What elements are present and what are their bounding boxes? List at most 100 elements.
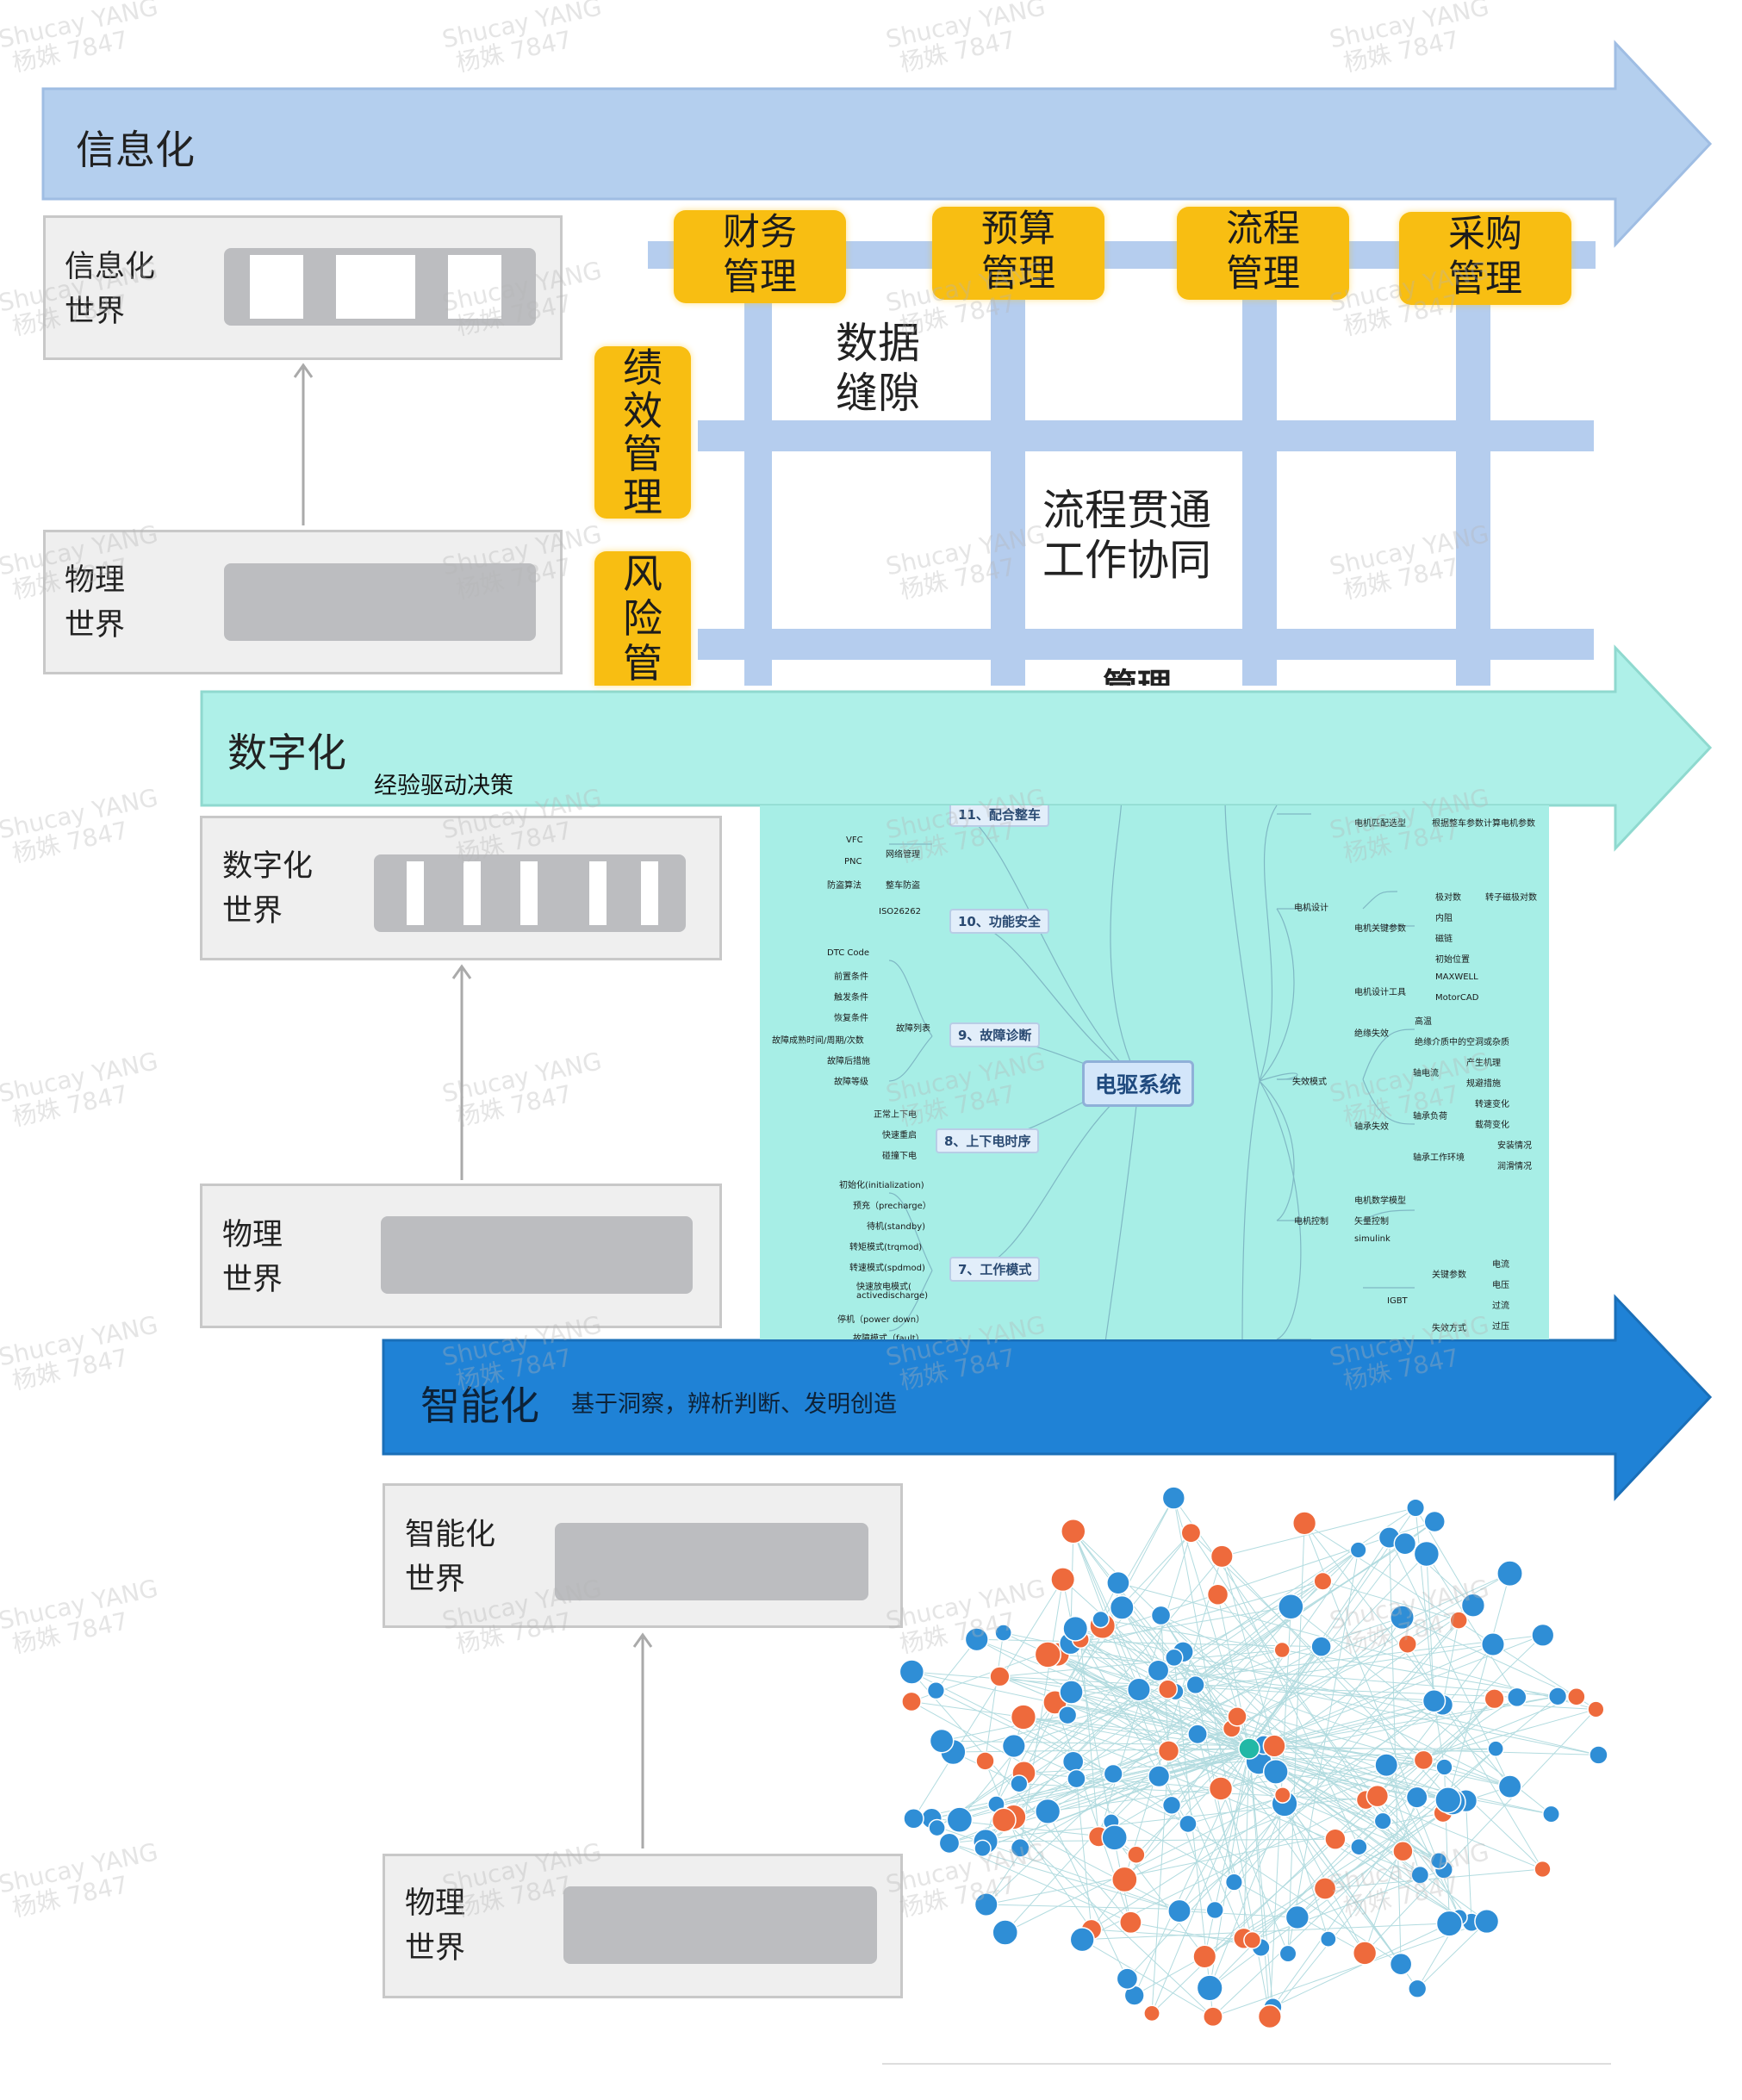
- graph-edge: [1303, 1523, 1511, 1787]
- physical-world-label-1: 物理世界: [65, 563, 126, 643]
- budget-management-box: 预算管理: [932, 207, 1104, 300]
- graph-node: [1106, 1570, 1130, 1595]
- leaf: 故障模式（fault）: [853, 1334, 924, 1339]
- motor-drive-mindmap: 11、配合整车 10、功能安全 9、故障诊断 8、上下电时序 7、工作模式 电驱…: [760, 805, 1549, 1339]
- leaf: 整车防盗: [886, 881, 920, 891]
- graph-edge: [986, 1812, 1444, 1905]
- band-subtitle-intelligence: 基于洞察，辨析判断、发明创造: [571, 1391, 897, 1418]
- leaf: 失效方式: [1432, 1324, 1466, 1333]
- graph-node: [1408, 1979, 1428, 1998]
- leaf: 内阻: [1435, 914, 1453, 923]
- graph-edge: [1248, 1748, 1271, 2017]
- graph-edge: [1173, 1498, 1271, 2017]
- flow-collab-text: 流程贯通工作协同: [1042, 486, 1212, 585]
- graph-edge: [1075, 1628, 1599, 1755]
- graph-edge: [1047, 1811, 1128, 1979]
- graph-edge: [1013, 1745, 1189, 1824]
- mindmap-center-node: 电驱系统: [1082, 1060, 1195, 1107]
- leaf: ISO26262: [879, 907, 921, 916]
- graph-node: [1109, 1594, 1135, 1620]
- leaf: 电机设计: [1294, 904, 1328, 913]
- intelligent-data-bar: [555, 1523, 868, 1600]
- graph-node: [1434, 1786, 1462, 1814]
- graph-edge: [1426, 1553, 1518, 1698]
- band-arrow-informatization: [41, 40, 1713, 248]
- graph-node: [1180, 1522, 1202, 1544]
- leaf: 碰撞下电: [882, 1152, 917, 1161]
- graph-edge: [1385, 1765, 1421, 1875]
- graph-node: [1119, 1911, 1142, 1935]
- graph-edge: [1071, 1692, 1250, 1749]
- graph-node: [1196, 1974, 1223, 2002]
- graph-node: [1484, 1688, 1505, 1710]
- leaf: DTC Code: [827, 948, 869, 958]
- graph-edge: [1204, 1698, 1495, 1957]
- graph-edge: [913, 1579, 1064, 1819]
- leaf: 待机(standby): [867, 1222, 926, 1232]
- graph-node: [1531, 1623, 1555, 1647]
- graph-edge: [1221, 1556, 1275, 1747]
- leaf: 故障列表: [896, 1024, 930, 1034]
- graph-node: [1116, 1967, 1139, 1991]
- graph-node: [1480, 1632, 1505, 1657]
- graph-edge: [1023, 1772, 1222, 1789]
- leaf: 恢复条件: [834, 1014, 868, 1023]
- graph-node: [1227, 1706, 1247, 1727]
- graph-node: [1205, 1900, 1224, 1920]
- procurement-management-box: 采购管理: [1399, 212, 1571, 305]
- leaf: activedischarge): [856, 1291, 929, 1301]
- graph-node: [1050, 1567, 1076, 1593]
- graph-edge: [936, 1690, 1173, 1806]
- graph-edge: [1197, 1734, 1254, 1941]
- physical-world-label-2: 物理世界: [222, 1218, 283, 1297]
- graph-edge: [1287, 1523, 1305, 1954]
- graph-node: [1126, 1677, 1151, 1702]
- graph-edge: [976, 1638, 1285, 1805]
- graph-node: [974, 1892, 999, 1917]
- graph-node: [1224, 1873, 1243, 1892]
- leaf: 正常上下电: [874, 1110, 917, 1120]
- graph-edge: [1297, 1695, 1558, 1918]
- leaf: 电机关键参数: [1354, 924, 1406, 934]
- graph-node: [1262, 1758, 1289, 1785]
- graph-node: [1157, 1679, 1179, 1699]
- graph-node: [1062, 1615, 1089, 1642]
- leaf: 停机（power down）: [837, 1315, 925, 1325]
- graph-edge: [1151, 1744, 1265, 2014]
- graph-node: [1165, 1648, 1184, 1668]
- graph-node: [1001, 1733, 1026, 1759]
- up-arrow-icon: [632, 1632, 653, 1848]
- graph-node: [1349, 1541, 1367, 1559]
- leaf: 过压: [1492, 1322, 1509, 1332]
- leaf: 初始位置: [1435, 955, 1470, 965]
- leaf: 过流: [1492, 1302, 1509, 1311]
- graph-edge: [1005, 1794, 1283, 1933]
- graph-edge: [1160, 1615, 1233, 1730]
- graph-node: [1285, 1904, 1310, 1930]
- graph-node: [1422, 1688, 1446, 1713]
- mindmap-branch-diagnosis: 9、故障诊断: [949, 1022, 1041, 1047]
- leaf: 电机数学模型: [1354, 1196, 1406, 1206]
- graph-node: [1185, 1674, 1205, 1695]
- graph-node: [1390, 1605, 1415, 1631]
- leaf: 轴承失效: [1354, 1122, 1389, 1132]
- graph-node: [1429, 1852, 1448, 1870]
- leaf: 失效模式: [1292, 1078, 1327, 1087]
- process-management-box: 流程管理: [1177, 207, 1349, 300]
- graph-edge: [1048, 1654, 1384, 1822]
- graph-edge: [1252, 1869, 1445, 1941]
- leaf: 电流: [1492, 1260, 1509, 1270]
- leaf: 故障等级: [834, 1078, 868, 1087]
- graph-node: [964, 1627, 989, 1652]
- graph-node: [1393, 1532, 1417, 1556]
- graph-edge: [1364, 1709, 1596, 1954]
- graph-node: [994, 1624, 1012, 1642]
- graph-edge: [1048, 1654, 1198, 1735]
- graph-edge: [1402, 1617, 1577, 1698]
- leaf: 轴承工作环境: [1413, 1153, 1465, 1163]
- graph-node: [1150, 1605, 1172, 1626]
- graph-edge: [1171, 1646, 1322, 1806]
- graph-node: [1413, 1749, 1434, 1771]
- graph-edge: [1135, 1553, 1428, 1855]
- up-arrow-icon: [293, 363, 314, 525]
